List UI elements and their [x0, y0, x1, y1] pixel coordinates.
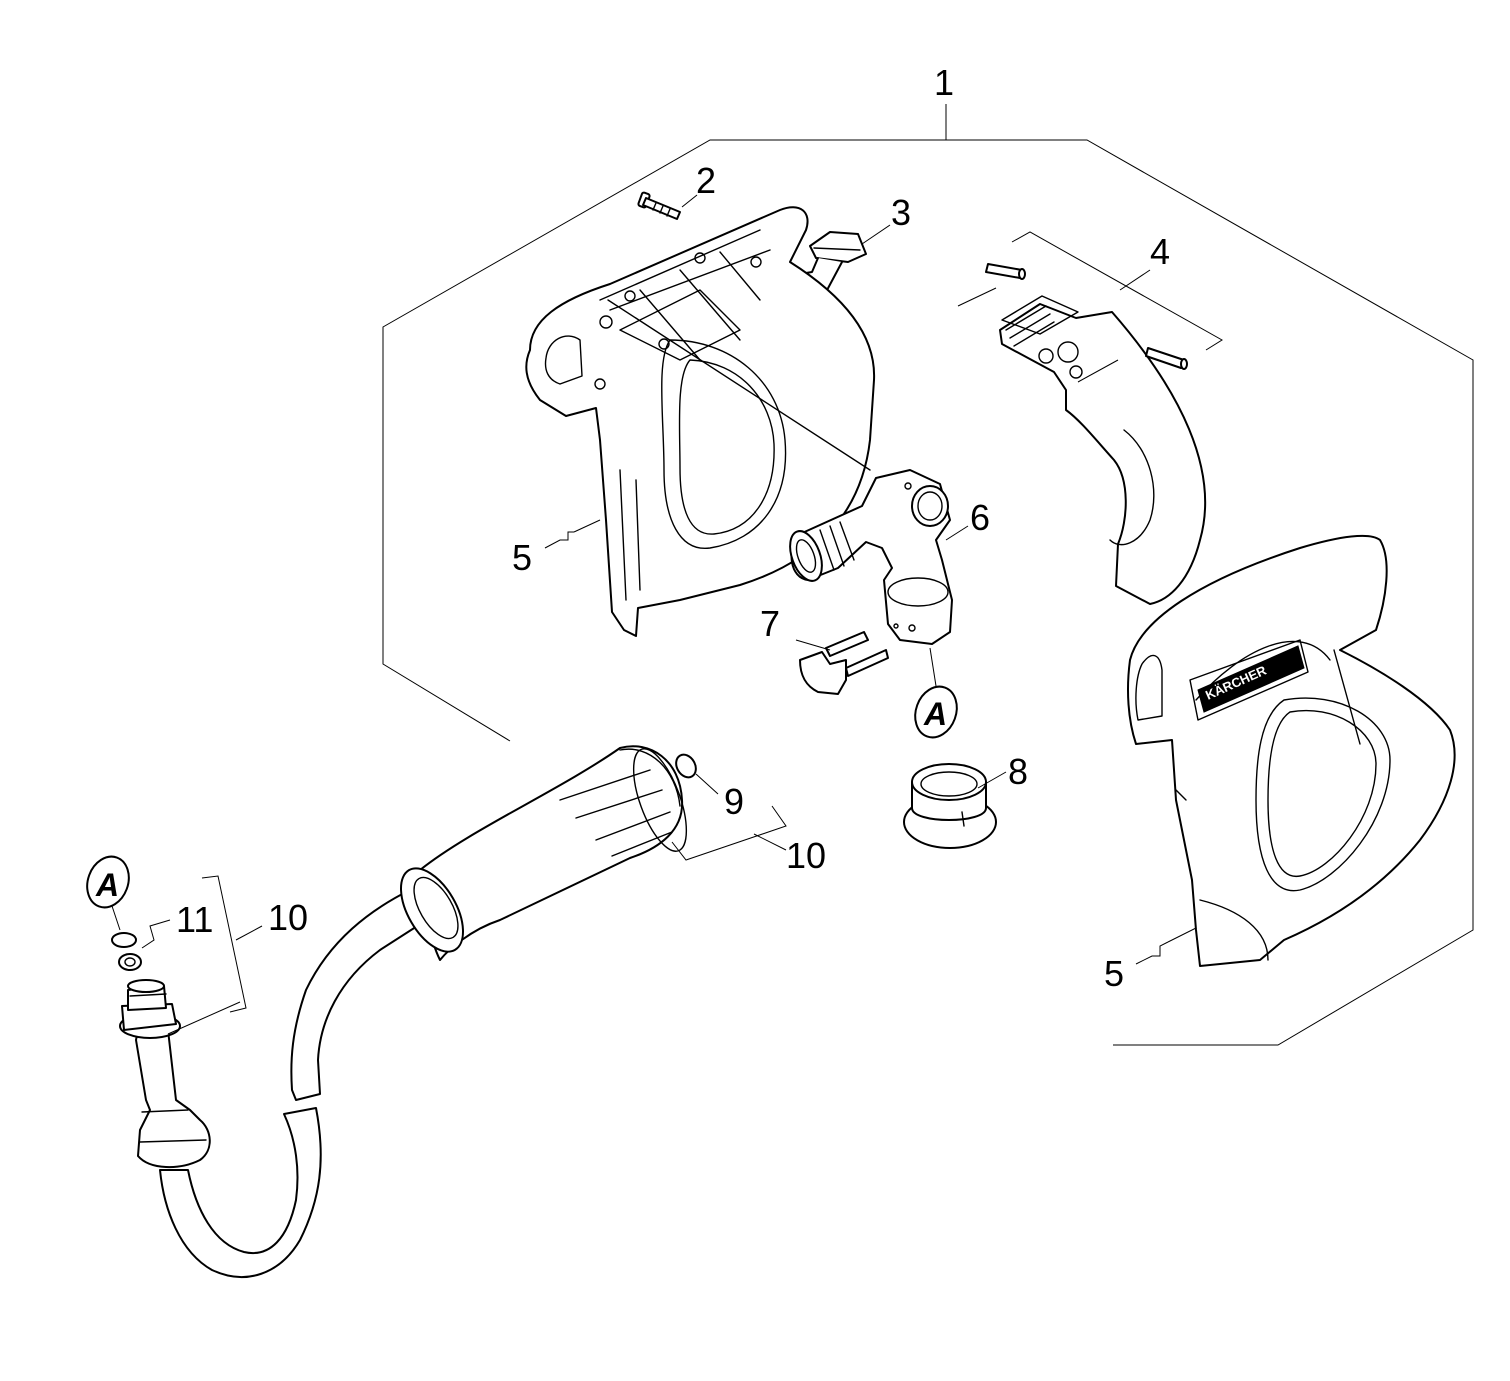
reference-a-upper: A [923, 696, 947, 732]
leader-3 [861, 224, 891, 245]
right-housing-half-part-5 [1127, 534, 1456, 967]
clip-part-7 [799, 631, 889, 695]
assembly-group-outline [382, 139, 1474, 1046]
leader-4 [1119, 269, 1151, 291]
screw-part-2 [637, 191, 681, 220]
leader-10a-fit [167, 1001, 241, 1035]
leader-7 [795, 639, 831, 651]
callout-10a: 10 [268, 897, 308, 938]
pin-part-4a [985, 263, 1026, 280]
left-housing-half-part-5 [525, 206, 876, 637]
callout-3: 3 [891, 192, 911, 233]
elbow-fitting-part-6 [789, 469, 953, 645]
callout-6: 6 [970, 497, 990, 538]
leader-10b [753, 833, 787, 851]
bracket-10a [201, 875, 247, 1013]
leader-5a-tail [573, 519, 601, 533]
fitting-part-10 [119, 979, 211, 1169]
hose-part-10 [159, 745, 688, 1278]
leader-4-pin [1077, 359, 1119, 383]
callout-10b: 10 [786, 835, 826, 876]
callout-11: 11 [176, 899, 213, 940]
leader-9 [695, 773, 719, 795]
callout-5a: 5 [512, 537, 532, 578]
reference-a-lower-circle [86, 855, 130, 909]
washer-part-11 [118, 953, 142, 971]
callout-7: 7 [760, 603, 780, 644]
ring-part-8 [903, 763, 997, 849]
leader-5a [544, 531, 574, 549]
trigger-part-4 [999, 295, 1207, 605]
callout-8: 8 [1008, 751, 1028, 792]
leader-6 [945, 525, 969, 541]
leader-a-lower [111, 905, 121, 931]
reference-a-lower: A [95, 867, 119, 903]
washer-hole [124, 957, 136, 967]
callout-1: 1 [934, 62, 954, 103]
reference-a-upper-circle [914, 685, 958, 739]
callout-9: 9 [724, 781, 744, 822]
leader-2 [681, 194, 698, 208]
leader-11 [141, 919, 171, 949]
leader-8 [977, 771, 1007, 789]
leader-5b-tail [1167, 927, 1197, 943]
o-ring-part-11 [111, 932, 137, 948]
pin-part-4b [1145, 347, 1188, 370]
leader-a-upper [929, 647, 937, 687]
bracket-4b [957, 287, 997, 307]
callout-5b: 5 [1104, 953, 1124, 994]
leader-5b [1135, 941, 1169, 965]
bracket-10b [671, 805, 787, 861]
callout-2: 2 [696, 160, 716, 201]
o-ring-part-9 [675, 753, 697, 779]
callout-4: 4 [1150, 231, 1170, 272]
leader-10a [235, 925, 263, 941]
